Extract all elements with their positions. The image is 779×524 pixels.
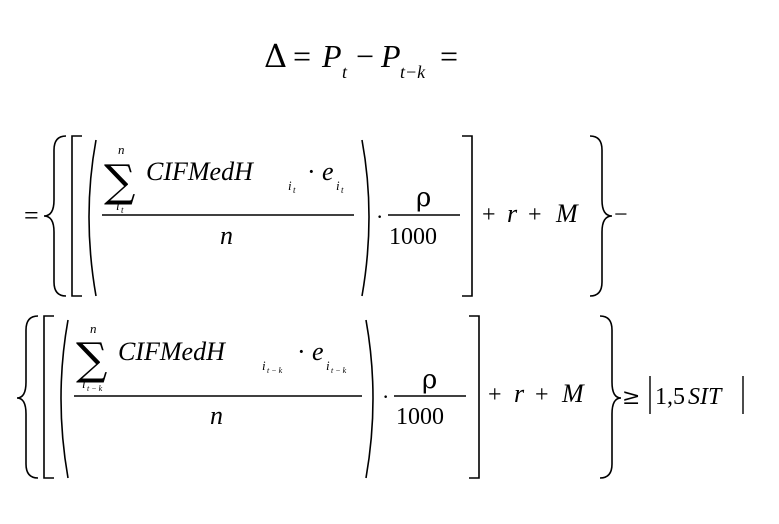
equals-sign-2: = [440,38,458,74]
equals-sign: = [293,38,311,74]
sum-lower-subscript: t [121,205,124,215]
left-brace-1 [43,135,67,297]
variable-r-2: r [514,379,525,408]
summation-symbol-2: ∑ [76,334,107,385]
variable-r: r [507,199,518,228]
rho-symbol-2: ρ [422,365,437,395]
summation-symbol: ∑ [104,156,135,207]
cifmedh-subscript-index-2: i [262,358,266,373]
cifmedh-subscript-sub-2: t − k [267,366,283,375]
e-subscript-index-2: i [326,358,330,373]
equation-row-1: = ∑ n i t CIFMedH i t · e i t n · ρ 1000… [24,135,628,297]
variable-P: P [321,38,342,74]
greater-equal-sign: ≥ [622,385,640,410]
right-square-bracket-1 [462,135,473,297]
plus-sign-2: + [528,202,542,228]
trailing-minus-sign: − [614,202,628,228]
multiply-dot-4: · [382,384,389,409]
sum-lower-index-2: i [82,376,86,391]
left-square-bracket-2 [43,315,54,479]
sum-lower-subscript-2: t − k [87,384,103,393]
left-paren-2 [60,319,69,479]
left-brace-2 [16,315,39,479]
variable-e-2: e [312,337,324,366]
equation-top-line: Δ = P t − P t−k = [264,37,458,82]
right-paren-1 [361,139,370,297]
sum-upper-limit-2: n [90,321,97,336]
right-square-bracket-2 [469,315,480,479]
multiply-dot-2: · [376,204,383,229]
delta-symbol: Δ [264,37,287,75]
e-subscript-index: i [336,178,340,193]
coefficient-1-5: 1,5 [655,384,685,410]
plus-sign-3: + [488,382,502,408]
subscript-t-minus-k: t−k [400,62,426,82]
leading-equals-sign: = [24,201,39,230]
right-brace-2 [599,315,622,479]
denominator-n-2: n [210,401,223,430]
cifmedh-subscript-index: i [288,178,292,193]
plus-sign-4: + [535,382,549,408]
cifmedh-term-2: CIFMedH [118,337,226,366]
variable-M: M [555,199,579,228]
right-paren-2 [365,319,374,479]
sum-lower-index: i [116,198,120,213]
rho-symbol: ρ [416,183,431,213]
cifmedh-term: CIFMedH [146,157,254,186]
variable-M-2: M [561,379,585,408]
plus-sign-1: + [482,202,496,228]
cifmedh-subscript-sub: t [293,185,296,195]
denominator-1000: 1000 [389,224,437,250]
sum-upper-limit: n [118,142,125,157]
e-subscript-sub: t [341,185,344,195]
multiply-dot: · [307,157,316,186]
variable-e: e [322,157,334,186]
e-subscript-sub-2: t − k [331,366,347,375]
subscript-t: t [342,62,348,82]
left-square-bracket-1 [71,135,82,297]
right-brace-1 [589,135,613,297]
multiply-dot-3: · [297,337,306,366]
variable-SIT: SIT [688,384,723,410]
variable-P-2: P [380,38,401,74]
denominator-1000-2: 1000 [396,404,444,430]
left-paren-1 [88,139,97,297]
minus-sign: − [356,38,374,74]
denominator-n: n [220,221,233,250]
equation-row-2: ∑ n i t − k CIFMedH i t − k · e i t − k … [16,315,744,479]
